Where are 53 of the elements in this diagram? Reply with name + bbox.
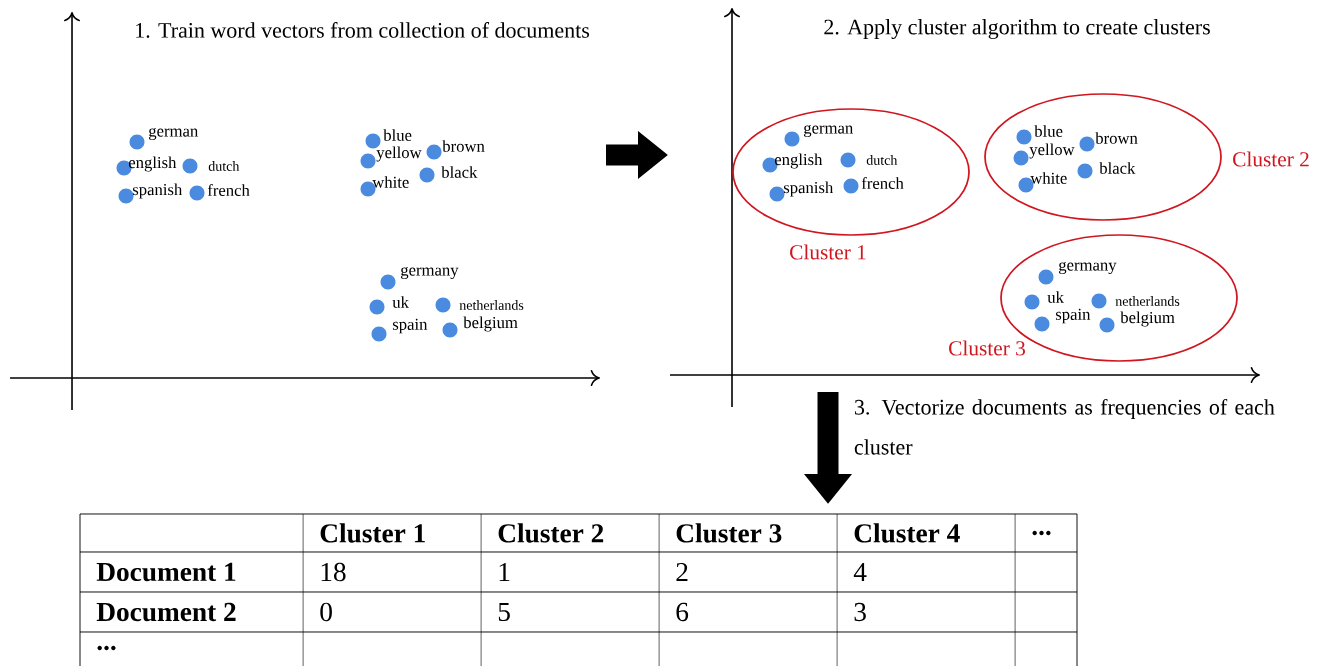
- header-cell: Document 2: [96, 602, 236, 622]
- header-cell: ...: [97, 645, 116, 651]
- table-cell: 2: [676, 562, 688, 582]
- word-label: spain: [1055, 308, 1091, 324]
- word-label: germany: [1059, 261, 1117, 275]
- word-label: english: [774, 153, 823, 169]
- word-label: uk: [392, 296, 409, 308]
- table-cell: 18: [321, 562, 346, 582]
- word-label: black: [1099, 162, 1136, 174]
- header-cell: Document 1: [96, 562, 236, 582]
- cluster-label: Cluster 3: [949, 340, 1025, 356]
- word-label: french: [207, 184, 250, 196]
- word-label: netherlands: [1115, 296, 1180, 306]
- word-label: belgium: [463, 316, 518, 332]
- table-cell: 3: [854, 602, 866, 622]
- word-label: brown: [1095, 132, 1138, 144]
- header-cell: Cluster 3: [676, 523, 782, 543]
- word-label: french: [861, 177, 904, 189]
- edge-label: 3. Vectorize documents as frequencies of each cluster: [851, 396, 1282, 458]
- word-label: netherlands: [459, 300, 524, 310]
- word-label: white: [1030, 172, 1067, 184]
- word-label: blue: [1034, 125, 1063, 137]
- word-label: belgium: [1120, 311, 1175, 327]
- header-cell: Cluster 4: [854, 523, 960, 543]
- word-label: yellow: [376, 146, 422, 162]
- table: [79, 513, 1078, 666]
- table-cell: 4: [853, 563, 867, 581]
- cluster-label: Cluster 2: [1233, 151, 1309, 167]
- header-cell: Cluster 1: [320, 523, 425, 543]
- word-label: spanish: [783, 181, 834, 197]
- word-label: black: [441, 166, 478, 178]
- word-label: spain: [392, 318, 428, 334]
- panel-title: 1. Train word vectors from collection of documents: [136, 22, 590, 38]
- table-cell: 1: [499, 562, 510, 581]
- header-cell: Cluster 2: [498, 523, 604, 543]
- word-label: yellow: [1029, 143, 1075, 159]
- table-cell: 6: [676, 602, 689, 622]
- word-label: german: [804, 124, 853, 138]
- panel-title: 2. Apply cluster algorithm to create clusters: [824, 19, 1210, 39]
- word-label: germany: [401, 266, 459, 280]
- word-label: blue: [383, 129, 412, 141]
- word-label: uk: [1047, 291, 1064, 303]
- cluster-label: Cluster 1: [790, 244, 866, 260]
- word-label: dutch: [866, 155, 898, 165]
- word-label: brown: [442, 140, 485, 152]
- word-label: german: [149, 127, 198, 141]
- word-label: english: [128, 156, 177, 172]
- table-cell: 0: [320, 602, 332, 622]
- word-label: white: [372, 176, 409, 188]
- word-label: dutch: [208, 161, 240, 171]
- header-cell: ...: [1032, 530, 1051, 536]
- word-label: spanish: [132, 183, 183, 199]
- table-cell: 5: [498, 602, 510, 622]
